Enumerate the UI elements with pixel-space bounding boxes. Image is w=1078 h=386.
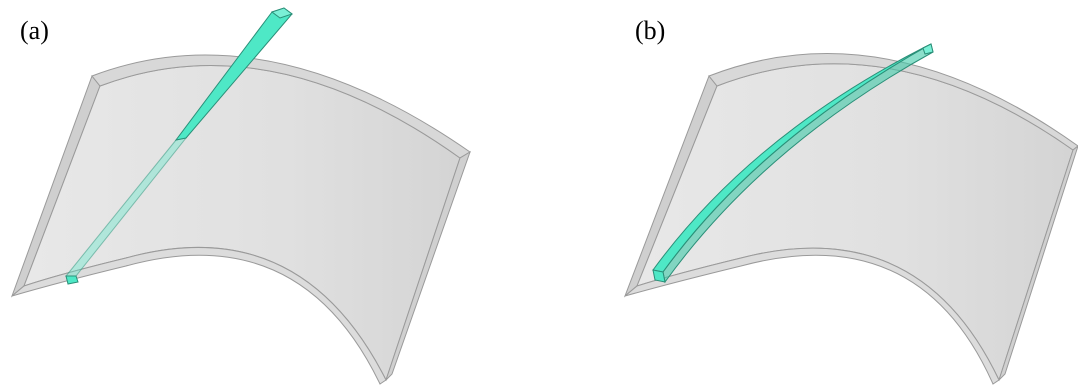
panel-label-a: (a) [20, 16, 49, 45]
strip-bottom-tip [65, 275, 79, 285]
panel-a: (a) [10, 7, 471, 385]
strip-top-cap [922, 43, 934, 55]
strip-end-cap [652, 269, 666, 283]
strip-top-cap [270, 7, 294, 19]
shell-bottom-edge [624, 247, 1000, 385]
curved-shell-straight-strip-figure [10, 7, 471, 385]
curved-shell-conforming-strip-figure [623, 43, 1078, 385]
panel-label-b: (b) [635, 16, 666, 45]
shell-bottom-edge [11, 246, 387, 385]
panel-b: (b) [539, 0, 1078, 386]
